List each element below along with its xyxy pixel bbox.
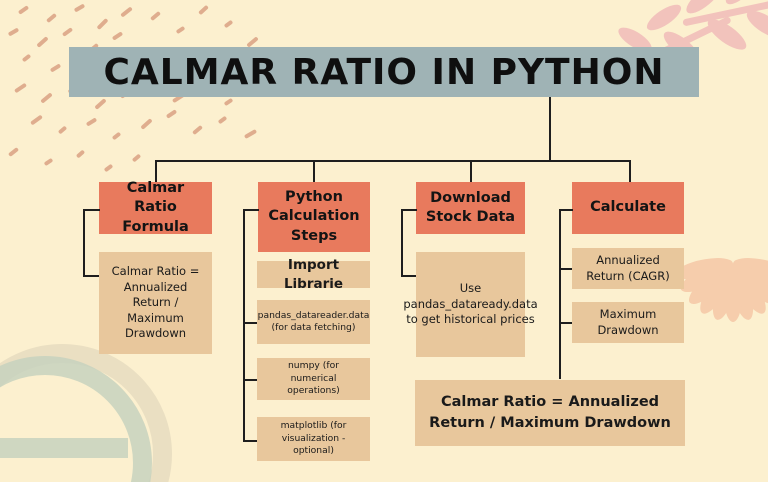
bracket-col3-stub-header xyxy=(401,209,417,211)
bracket-col3-stub-item xyxy=(401,275,417,277)
watermark-logo xyxy=(0,338,172,482)
bracket-col2-stub-item3 xyxy=(243,379,259,381)
card-import-libraries[interactable]: Import Librarie xyxy=(257,257,370,292)
bracket-col2-stub-item4 xyxy=(243,440,259,442)
connector-drop-3 xyxy=(470,160,472,182)
column-header-label: Download Stock Data xyxy=(425,189,516,225)
bracket-col1-stub-header xyxy=(83,209,100,211)
summary-box-calmar-ratio[interactable]: Calmar Ratio = Annualized Return / Maxim… xyxy=(415,380,685,446)
bracket-col4-stub-item1 xyxy=(559,268,573,270)
title-banner: CALMAR RATIO IN PYTHON xyxy=(69,47,699,97)
connector-drop-1 xyxy=(155,160,157,182)
card-text: Use pandas_dataready.data to get histori… xyxy=(403,281,538,327)
card-text: pandas_datareader.data (for data fetchin… xyxy=(257,309,370,333)
card-text: numpy (for numerical operations) xyxy=(287,360,340,397)
connector-bus xyxy=(155,160,630,162)
connector-trunk xyxy=(549,97,551,161)
column-header-label: Calmar Ratio Formula xyxy=(122,180,189,235)
bracket-col4-stub-item2 xyxy=(559,322,573,324)
column-header-calculate[interactable]: Calculate xyxy=(572,182,684,234)
page-title: CALMAR RATIO IN PYTHON xyxy=(103,51,665,93)
bracket-col1 xyxy=(83,209,85,276)
card-annualized-return[interactable]: Annualized Return (CAGR) xyxy=(572,248,684,289)
summary-text: Calmar Ratio = Annualized Return / Maxim… xyxy=(429,393,671,431)
bracket-col3 xyxy=(401,209,403,276)
connector-drop-2 xyxy=(313,160,315,182)
column-header-label: Calculate xyxy=(590,199,666,216)
card-text: matplotlib (for visualization - optional… xyxy=(280,420,347,457)
card-calmar-formula[interactable]: Calmar Ratio = Annualized Return / Maxim… xyxy=(99,252,212,354)
bracket-col4-stub-header xyxy=(559,209,573,211)
card-numpy[interactable]: numpy (for numerical operations) xyxy=(257,358,370,400)
bracket-col4 xyxy=(559,209,561,379)
column-header-download-stock-data[interactable]: Download Stock Data xyxy=(416,182,525,234)
card-pandas-datareader[interactable]: pandas_datareader.data (for data fetchin… xyxy=(257,300,370,344)
bracket-col2 xyxy=(243,209,245,441)
card-matplotlib[interactable]: matplotlib (for visualization - optional… xyxy=(257,417,370,461)
bracket-col2-stub-header xyxy=(243,209,259,211)
column-header-python-calculation-steps[interactable]: Python Calculation Steps xyxy=(258,182,370,252)
connector-drop-4 xyxy=(629,160,631,182)
card-download-prices[interactable]: Use pandas_dataready.data to get histori… xyxy=(403,252,538,357)
bracket-col2-stub-item2 xyxy=(243,322,259,324)
card-text: Calmar Ratio = Annualized Return / Maxim… xyxy=(111,264,200,341)
card-text: Import Librarie xyxy=(283,257,344,292)
card-text: Annualized Return (CAGR) xyxy=(586,252,670,283)
bracket-col1-stub-item xyxy=(83,275,100,277)
card-text: Maximum Drawdown xyxy=(597,306,659,337)
card-maximum-drawdown[interactable]: Maximum Drawdown xyxy=(572,302,684,343)
column-header-label: Python Calculation Steps xyxy=(268,189,360,244)
column-header-calmar-ratio-formula[interactable]: Calmar Ratio Formula xyxy=(99,180,212,235)
